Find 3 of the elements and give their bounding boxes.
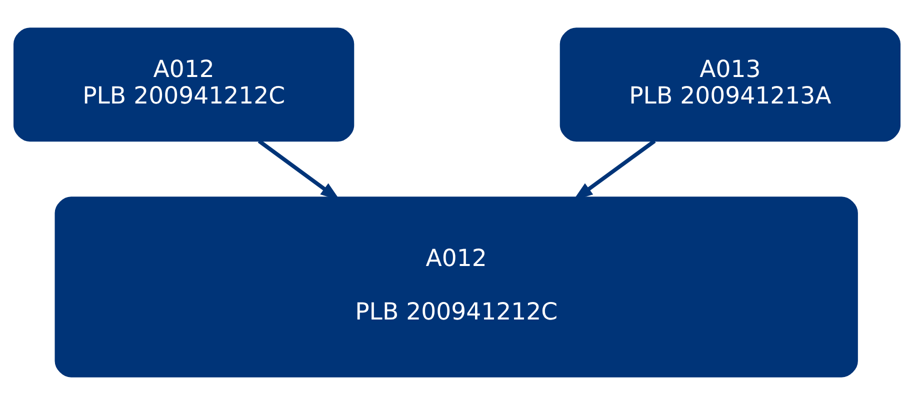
node-box: A012 PLB 200941212C [54,196,858,378]
node-box: A012 PLB 200941212C [14,28,354,142]
node-box: A013 PLB 200941213A [560,28,900,142]
